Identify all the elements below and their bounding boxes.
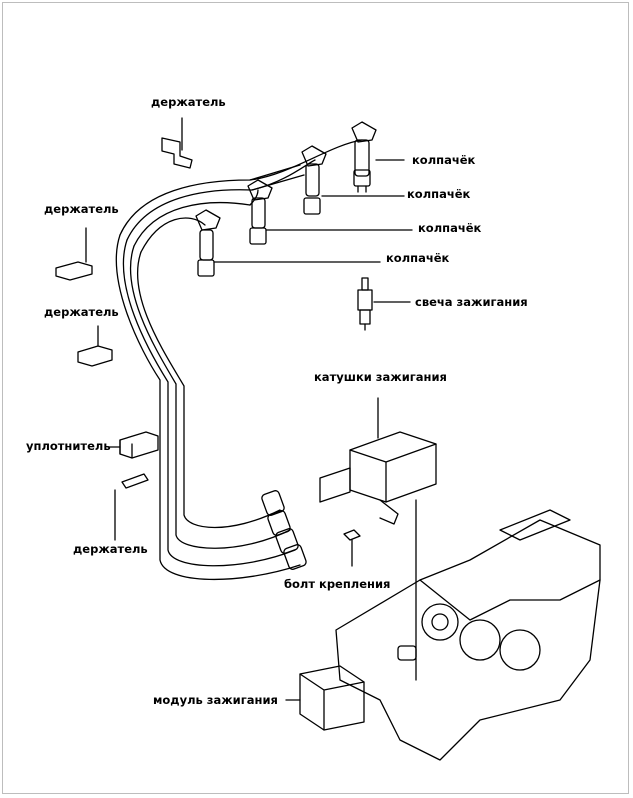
- cap-2-drawing: [301, 145, 327, 215]
- seal-drawing: [107, 431, 159, 459]
- label-cap-2: колпачёк: [407, 187, 471, 201]
- holder-mid-drawing: [77, 325, 113, 367]
- cap-3-drawing: [247, 179, 273, 245]
- holder-left-drawing: [55, 227, 93, 281]
- mounting-bolt-drawing: [343, 529, 361, 567]
- label-cap-4: колпачёк: [386, 251, 450, 265]
- label-holder-top: держатель: [151, 95, 226, 109]
- label-spark-plug: свеча зажигания: [415, 295, 528, 309]
- ignition-coils-drawing: [319, 397, 437, 525]
- ignition-wire-harness: [115, 139, 363, 581]
- label-ignition-coils: катушки зажигания: [314, 370, 447, 384]
- label-mounting-bolt: болт крепления: [284, 577, 391, 591]
- label-cap-3: колпачёк: [418, 221, 482, 235]
- label-ignition-module: модуль зажигания: [153, 693, 278, 707]
- leader-lines: [213, 159, 413, 303]
- label-cap-1: колпачёк: [412, 153, 476, 167]
- cap-1-drawing: [351, 121, 377, 193]
- coil-end-boots: [261, 490, 307, 570]
- cap-4-drawing: [195, 209, 221, 277]
- ignition-module-drawing: [285, 665, 365, 731]
- engine-drawing: [335, 499, 601, 761]
- holder-top-drawing: [161, 117, 193, 169]
- label-seal: уплотнитель: [26, 439, 111, 453]
- label-holder-left: держатель: [44, 202, 119, 216]
- label-holder-bottom: держатель: [73, 542, 148, 556]
- holder-bottom-drawing: [114, 473, 149, 541]
- spark-plug-drawing: [357, 277, 373, 331]
- label-holder-mid: держатель: [44, 305, 119, 319]
